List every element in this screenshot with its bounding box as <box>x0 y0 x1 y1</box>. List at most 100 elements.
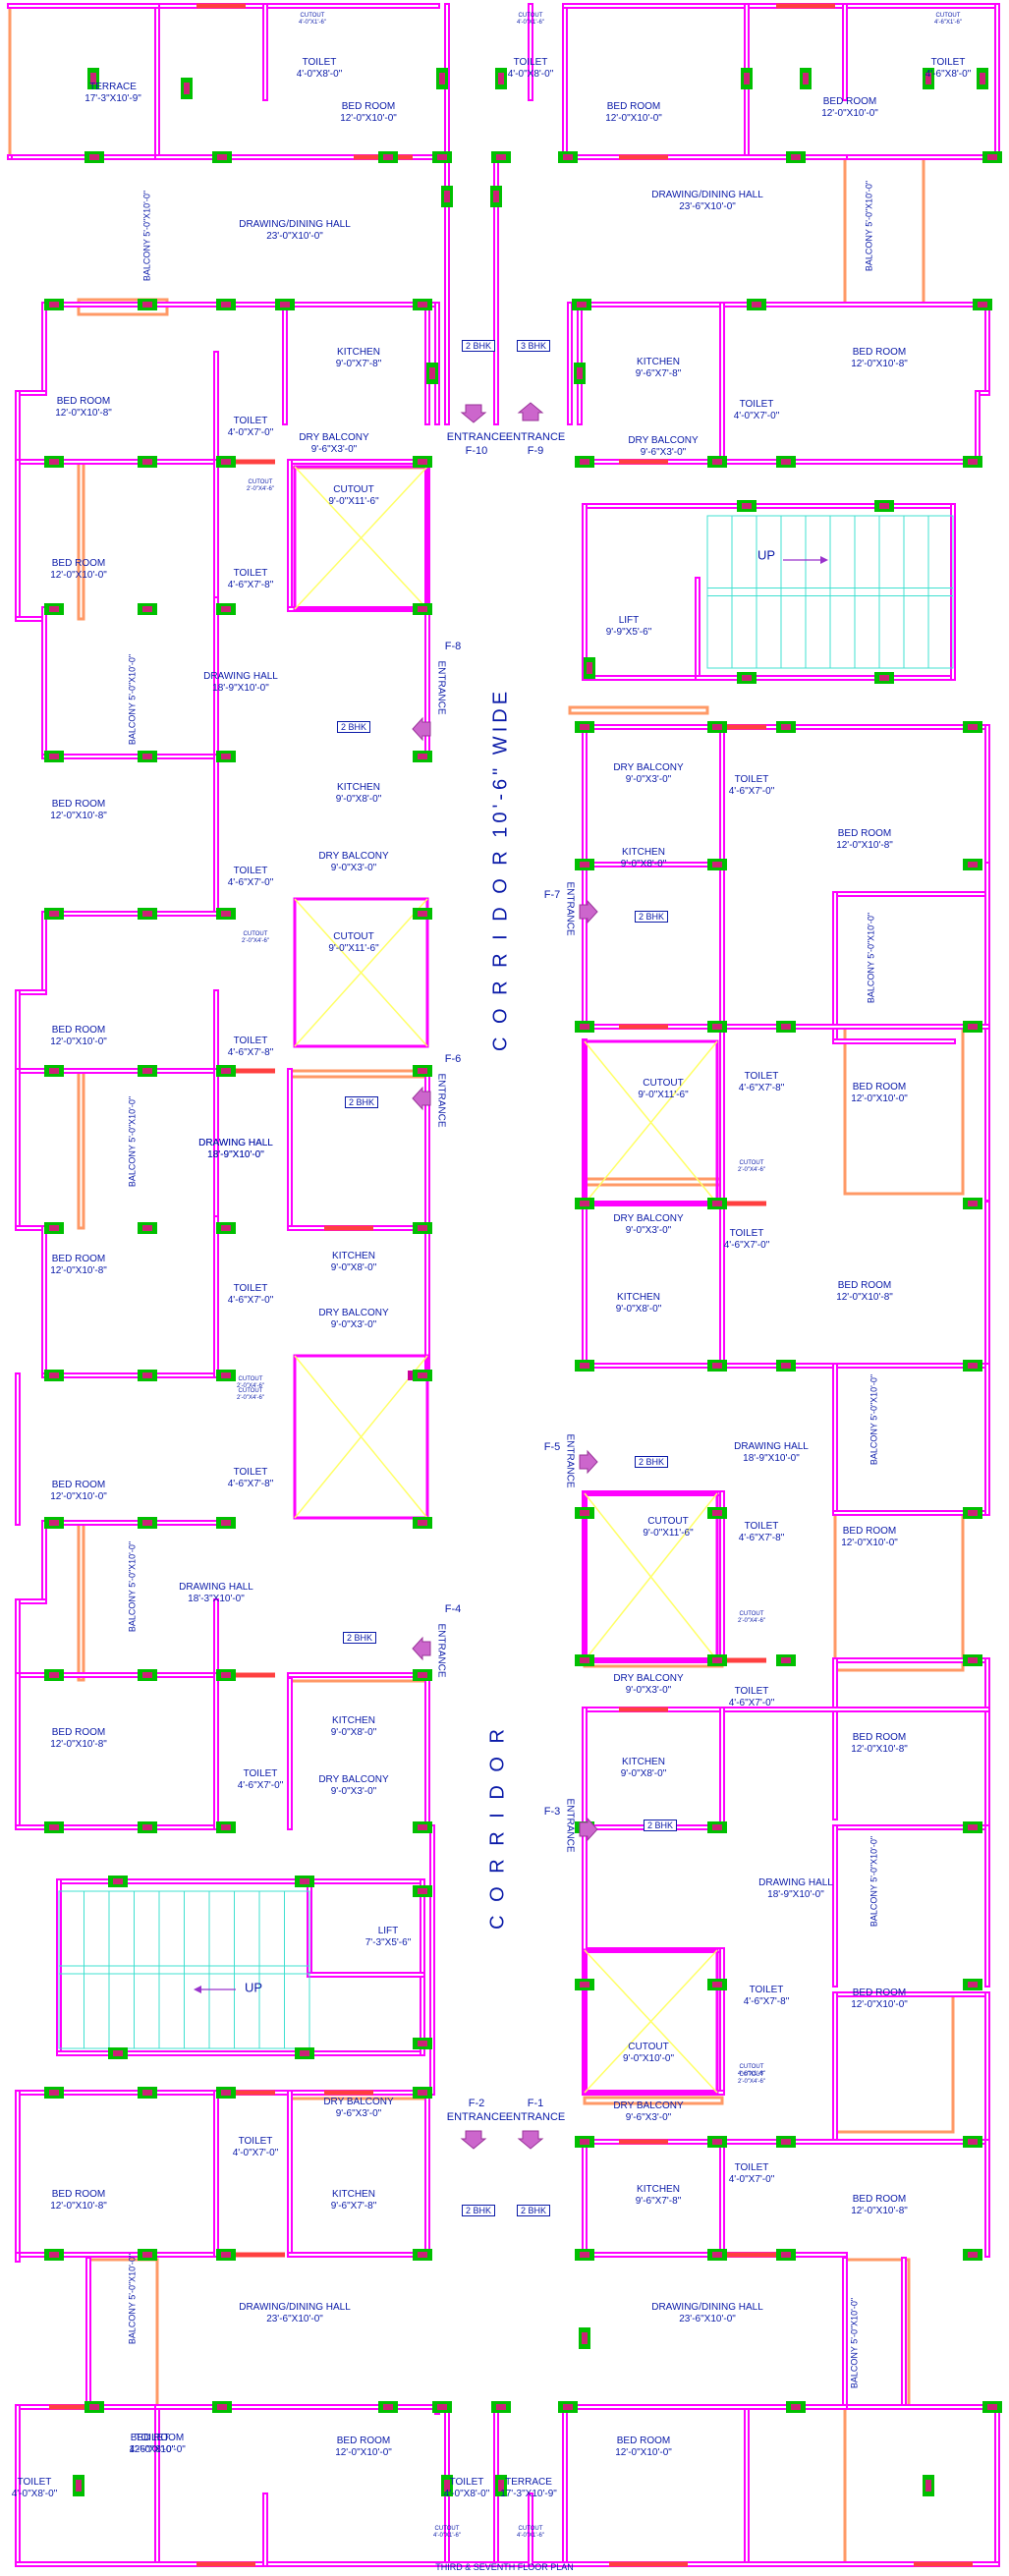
room-dimension: 18'-9"X10'-0" <box>767 1889 824 1900</box>
room-name: TOILET <box>739 399 774 410</box>
room-dimension: 4'-6"X8'-0" <box>129 2444 176 2455</box>
room-dimension: 9'-0"X3'-0" <box>625 774 672 785</box>
column-core <box>580 724 589 730</box>
room-dimension: 9'-6"X3'-0" <box>625 2112 672 2123</box>
column-core <box>781 1024 791 1030</box>
balcony-label: BALCONY 5'-0"X10'-0" <box>869 1374 880 1465</box>
balcony-name: BALCONY <box>864 226 874 272</box>
balcony-outline <box>77 1521 85 1682</box>
room-name: CUTOUT <box>333 931 374 942</box>
column-core <box>781 2252 791 2258</box>
column-core <box>300 2050 309 2056</box>
balcony-name: BALCONY <box>869 1881 879 1928</box>
room-dimension: 7'-3"X5'-6" <box>364 1937 412 1948</box>
cutout-name: CUTOUT <box>739 1160 764 1166</box>
balcony-outline <box>843 2405 999 2566</box>
room-name: CUTOUT <box>628 2042 669 2052</box>
column-core <box>781 724 791 730</box>
column-core <box>498 73 504 84</box>
room-dimension: 4'-0"X7'-0" <box>728 2174 775 2185</box>
column-core <box>968 1824 978 1830</box>
column-core <box>49 754 59 759</box>
balcony-dimension: 5'-0"X10'-0" <box>127 1540 138 1588</box>
room-name: BED ROOM <box>852 2194 907 2205</box>
room-dimension: 4'-6"X7'-0" <box>227 1295 274 1306</box>
room-name: KITCHEN <box>332 1715 375 1726</box>
entrance-word: ENTRANCE <box>446 431 507 443</box>
column-core <box>49 1672 59 1678</box>
column-core <box>791 154 801 160</box>
unit-type-tag: 2 BHK <box>342 1632 377 1644</box>
room-name: DRY BALCONY <box>318 1308 389 1318</box>
room-dimension: 17'-3"X10'-9" <box>84 93 141 104</box>
column-core <box>300 1878 309 1884</box>
room-dimension: 4'-6"X7'-8" <box>227 1479 274 1489</box>
room-name: KITCHEN <box>332 2189 375 2200</box>
room-dimension: 12'-0"X10'-0" <box>841 1538 898 1548</box>
room-dimension: 9'-0"X8'-0" <box>620 1768 667 1779</box>
cutout-name: CUTOUT <box>739 2064 764 2070</box>
room-name: DRAWING HALL <box>758 1877 833 1888</box>
entrance-arrow <box>579 1817 598 1842</box>
room-name: TOILET <box>233 866 268 876</box>
room-dimension: 4'-6"X7'-8" <box>738 1083 785 1093</box>
room-name: BED ROOM <box>56 396 111 407</box>
column-core <box>980 73 985 84</box>
room-dimension: 4'-6"X7'-8" <box>227 1047 274 1058</box>
room-dimension: 9'-9"X5'-6" <box>605 627 652 638</box>
balcony-dimension: 5'-0"X10'-0" <box>127 2253 138 2300</box>
column-core <box>49 2252 59 2258</box>
room-dimension: 4'-0"X7'-0" <box>227 427 274 438</box>
room-dimension: 9'-0"X11'-6" <box>643 1528 694 1539</box>
room-dimension: 9'-6"X3'-0" <box>640 447 687 458</box>
room-dimension: 23'-6"X10'-0" <box>679 201 736 212</box>
column-core <box>496 2404 506 2410</box>
room-dimension: 9'-0"X7'-8" <box>335 359 382 369</box>
room-name: TOILET <box>17 2477 52 2488</box>
column-core <box>580 1201 589 1206</box>
balcony-dimension: 5'-0"X10'-0" <box>127 1095 138 1143</box>
column-core <box>968 1510 978 1516</box>
column-core <box>712 1657 722 1663</box>
cutout-frame <box>293 897 429 1048</box>
column-core <box>142 1225 152 1231</box>
room-dimension: 4'-0"X7'-0" <box>232 2148 279 2158</box>
room-dimension: 12'-0"X10'-0" <box>851 1999 908 2010</box>
room-dimension: 23'-0"X10'-0" <box>266 231 323 242</box>
balcony-outline <box>77 460 85 621</box>
balcony-label: BALCONY 5'-0"X10'-0" <box>128 1096 139 1187</box>
room-name: BED ROOM <box>51 2189 106 2200</box>
room-name: LIFT <box>377 1926 399 1936</box>
column-core <box>712 724 722 730</box>
room-name: TOILET <box>744 1071 779 1082</box>
balcony-name: BALCONY <box>127 700 138 746</box>
column-core <box>221 459 231 465</box>
column-core <box>781 2139 791 2145</box>
entrance-word: ENTRANCE <box>564 881 576 936</box>
column-core <box>498 2480 504 2492</box>
